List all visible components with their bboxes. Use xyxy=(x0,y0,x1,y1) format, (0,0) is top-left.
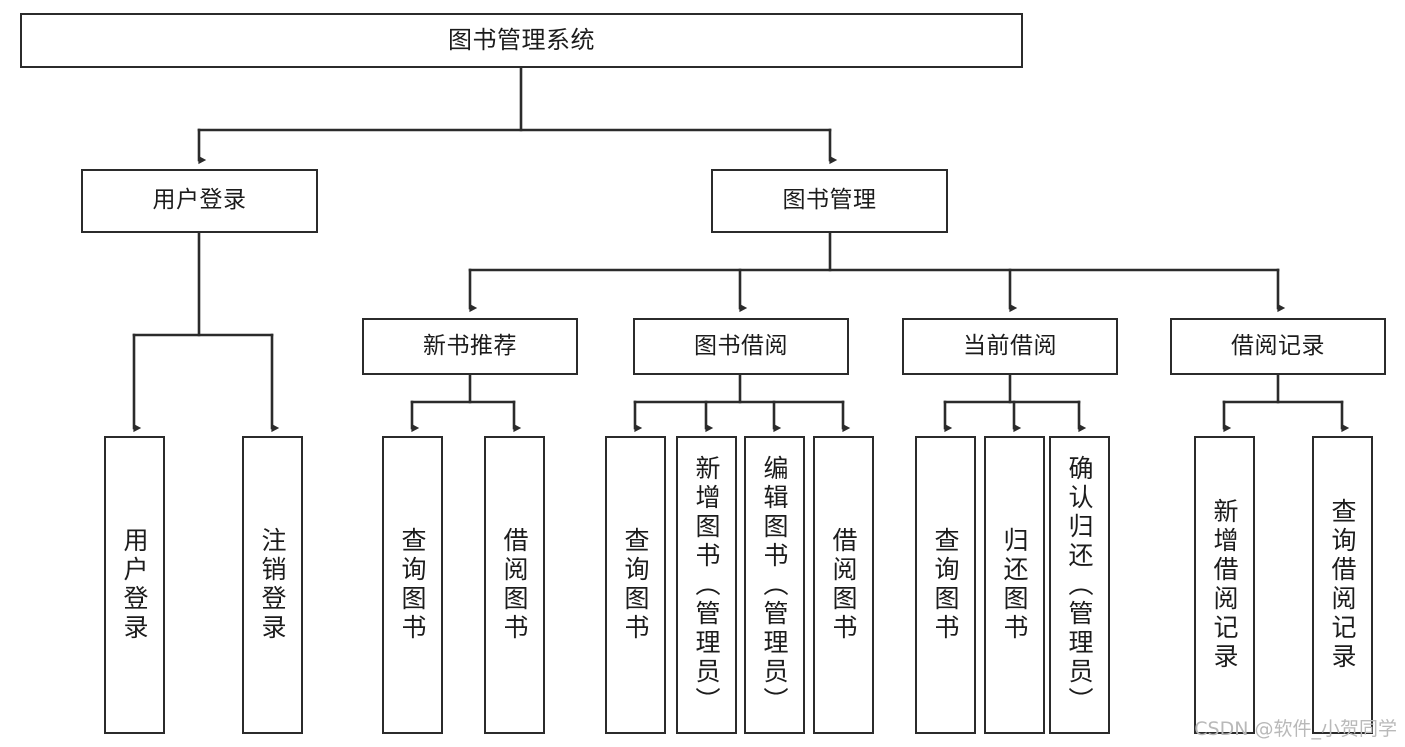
node-borrow-record[interactable]: 借阅记录 xyxy=(1170,318,1386,375)
node-leaf-edit-book[interactable]: 编辑图书（管理员） xyxy=(744,436,805,734)
node-leaf-query-book-1-label: 查询图书 xyxy=(398,527,427,643)
node-leaf-add-record[interactable]: 新增借阅记录 xyxy=(1194,436,1255,734)
node-leaf-add-book-label: 新增图书（管理员） xyxy=(692,454,721,716)
node-new-book-recommend-label: 新书推荐 xyxy=(423,332,517,359)
node-leaf-query-book-2[interactable]: 查询图书 xyxy=(605,436,666,734)
node-leaf-query-book-1[interactable]: 查询图书 xyxy=(382,436,443,734)
csdn-watermark: CSDN @软件_小贺同学 xyxy=(1194,718,1397,740)
node-leaf-logout-login[interactable]: 注销登录 xyxy=(242,436,303,734)
node-current-borrow-label: 当前借阅 xyxy=(963,332,1057,359)
node-leaf-edit-book-label: 编辑图书（管理员） xyxy=(760,454,789,716)
node-leaf-borrow-book-2[interactable]: 借阅图书 xyxy=(813,436,874,734)
node-leaf-borrow-book-2-label: 借阅图书 xyxy=(829,527,858,643)
node-leaf-user-login[interactable]: 用户登录 xyxy=(104,436,165,734)
node-leaf-query-record[interactable]: 查询借阅记录 xyxy=(1312,436,1373,734)
node-book-borrow[interactable]: 图书借阅 xyxy=(633,318,849,375)
node-leaf-query-record-label: 查询借阅记录 xyxy=(1328,498,1357,672)
node-leaf-return-book[interactable]: 归还图书 xyxy=(984,436,1045,734)
node-root-label: 图书管理系统 xyxy=(448,26,595,55)
node-book-management[interactable]: 图书管理 xyxy=(711,169,948,233)
node-leaf-logout-login-label: 注销登录 xyxy=(258,527,287,643)
node-book-borrow-label: 图书借阅 xyxy=(694,332,788,359)
node-root[interactable]: 图书管理系统 xyxy=(20,13,1023,68)
node-book-management-label: 图书管理 xyxy=(782,187,877,214)
node-borrow-record-label: 借阅记录 xyxy=(1231,332,1325,359)
node-leaf-confirm-return[interactable]: 确认归还（管理员） xyxy=(1049,436,1110,734)
node-leaf-user-login-label: 用户登录 xyxy=(120,527,149,643)
node-user-login[interactable]: 用户登录 xyxy=(81,169,318,233)
node-leaf-query-book-3-label: 查询图书 xyxy=(931,527,960,643)
node-user-login-label: 用户登录 xyxy=(152,187,247,214)
node-leaf-query-book-3[interactable]: 查询图书 xyxy=(915,436,976,734)
node-leaf-borrow-book-1-label: 借阅图书 xyxy=(500,527,529,643)
node-leaf-confirm-return-label: 确认归还（管理员） xyxy=(1065,454,1094,716)
node-leaf-borrow-book-1[interactable]: 借阅图书 xyxy=(484,436,545,734)
node-leaf-query-book-2-label: 查询图书 xyxy=(621,527,650,643)
node-current-borrow[interactable]: 当前借阅 xyxy=(902,318,1118,375)
node-new-book-recommend[interactable]: 新书推荐 xyxy=(362,318,578,375)
node-leaf-add-book[interactable]: 新增图书（管理员） xyxy=(676,436,737,734)
node-leaf-add-record-label: 新增借阅记录 xyxy=(1210,498,1239,672)
node-leaf-return-book-label: 归还图书 xyxy=(1000,527,1029,643)
